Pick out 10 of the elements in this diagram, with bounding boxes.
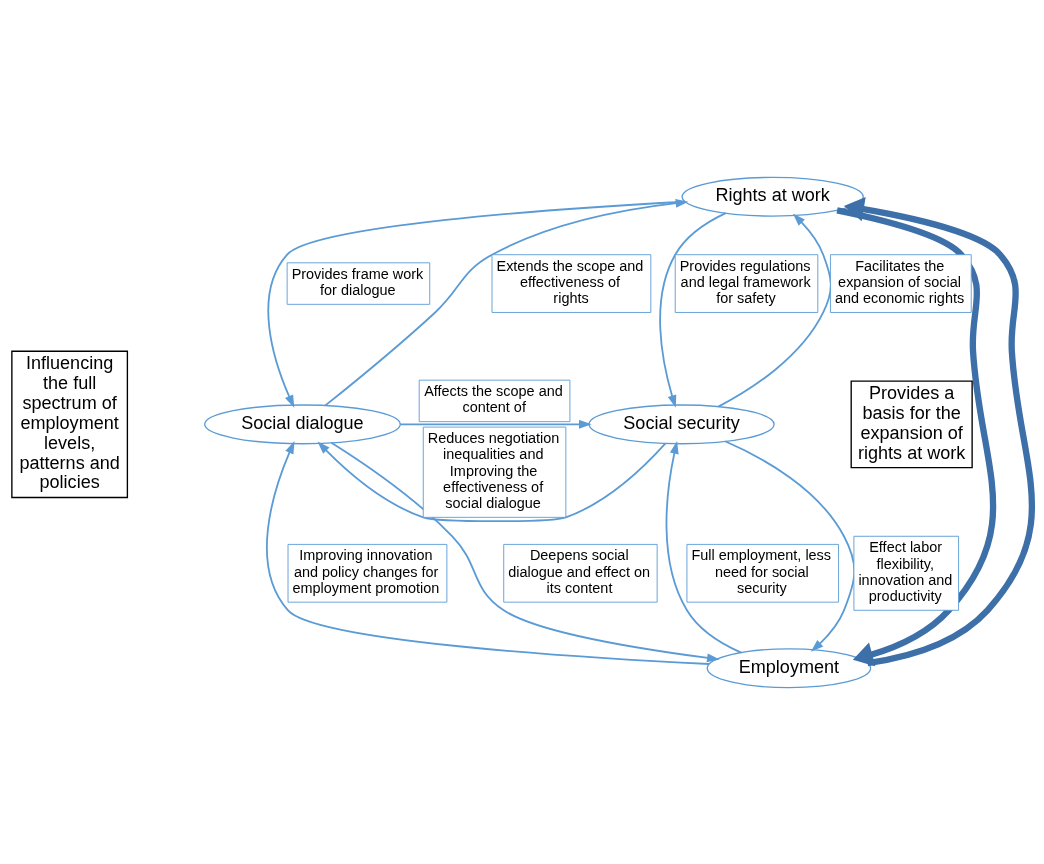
edge-label: Provides frame work for dialogue bbox=[291, 265, 424, 298]
edge-label: Full employment, less need for social security bbox=[691, 546, 832, 596]
edge-label: Deepens social dialogue and effect on its content bbox=[508, 546, 651, 596]
edge-label: Affects the scope and content of bbox=[424, 382, 563, 415]
edge-label: Provides regulations and legal framework for safety bbox=[679, 257, 811, 306]
edge-label: Improving innovation and policy changes for employment promotion bbox=[292, 546, 440, 596]
edge-label: Extends the scope and effectiveness of rights bbox=[496, 257, 644, 306]
edge-label: Effect labor flexibility, innovation and productivity bbox=[858, 538, 953, 604]
edge-label: Reduces negotiation inequalities and Improving the effectiveness of social dialogue bbox=[427, 429, 560, 511]
edge-label: Facilitates the expansion of social and economic rights bbox=[834, 257, 965, 306]
